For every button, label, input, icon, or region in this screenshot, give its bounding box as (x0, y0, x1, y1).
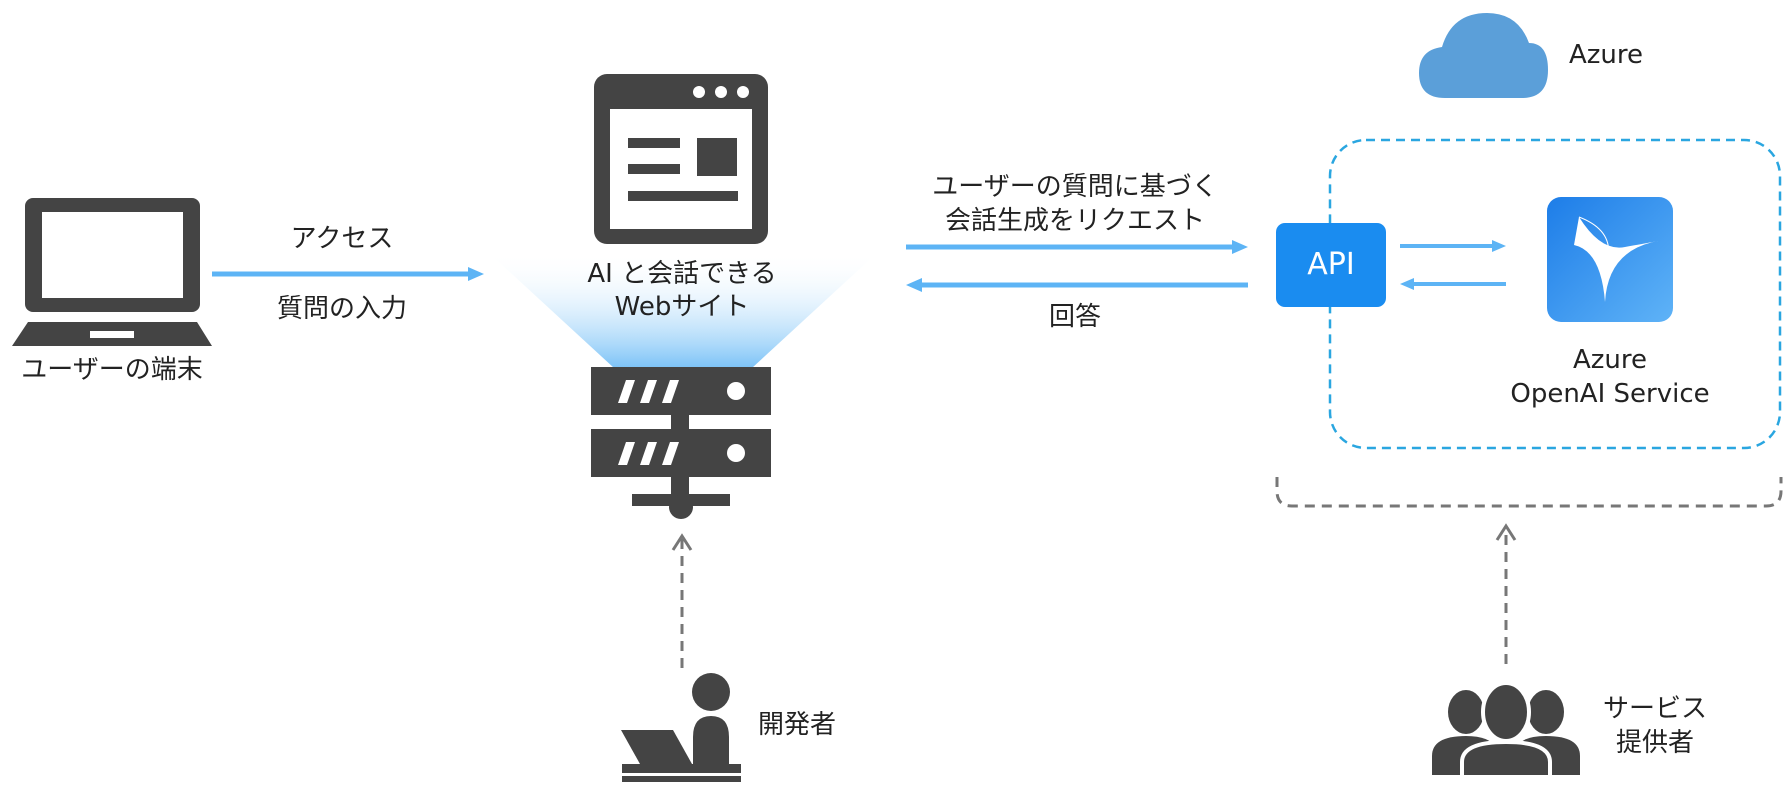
question-input-label: 質問の入力 (276, 294, 407, 324)
api-label: API (1307, 247, 1355, 282)
access-label: アクセス (290, 224, 394, 254)
group-icon (1432, 681, 1580, 779)
request-arrow (906, 240, 1248, 254)
openai-to-api-arrow (1400, 278, 1506, 290)
openai-service-icon (1547, 197, 1673, 322)
request-label-line2: 会話生成をリクエスト (944, 206, 1205, 236)
provider-arrow (1495, 523, 1517, 664)
api-node[interactable]: API (1276, 223, 1386, 307)
response-label: 回答 (1048, 302, 1101, 332)
provider-bracket (1275, 477, 1783, 508)
website-label-line1: AI と会話できる (587, 259, 777, 289)
access-arrow (212, 267, 484, 281)
developer-label: 開発者 (758, 710, 837, 740)
openai-label-line2: OpenAI Service (1510, 379, 1710, 409)
developer-arrow (671, 533, 693, 668)
request-label-line1: ユーザーの質問に基づく (932, 172, 1218, 202)
cloud-icon (1419, 13, 1548, 98)
developer-icon (621, 673, 741, 782)
api-to-openai-arrow (1400, 240, 1506, 252)
website-label-line2: Webサイト (614, 292, 750, 322)
response-arrow (906, 278, 1248, 292)
user-device-label: ユーザーの端末 (21, 355, 203, 385)
light-beam (488, 252, 878, 368)
provider-label-line1: サービス (1602, 694, 1707, 724)
provider-label-line2: 提供者 (1615, 728, 1694, 758)
server-icon (591, 367, 771, 519)
laptop-icon (12, 198, 212, 346)
azure-label: Azure (1569, 40, 1644, 70)
browser-window-icon (594, 74, 768, 244)
openai-label-line1: Azure (1572, 345, 1648, 375)
